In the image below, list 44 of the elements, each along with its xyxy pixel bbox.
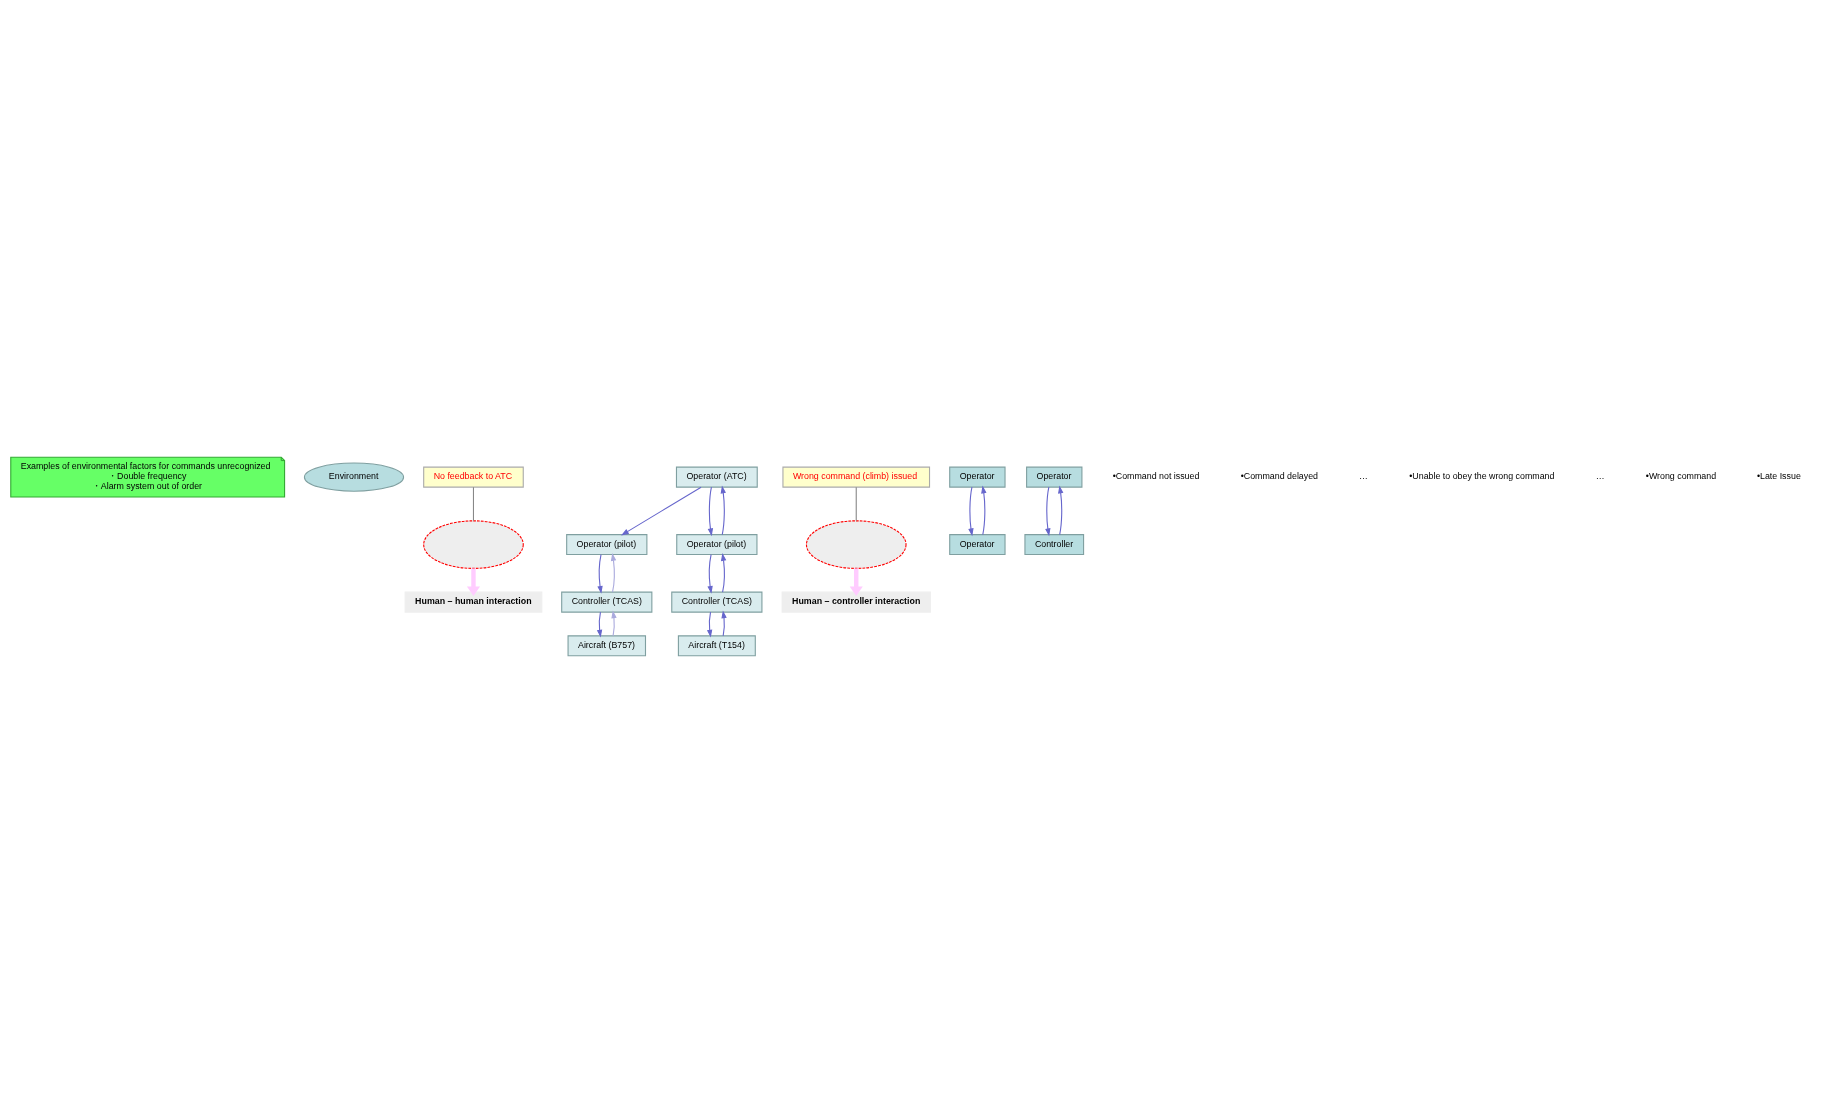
arrow (1058, 485, 1064, 536)
node-box: Controller (1024, 534, 1085, 556)
arrow (610, 553, 617, 593)
label: •Wrong command (1645, 471, 1717, 482)
arrow (466, 568, 481, 596)
label: •Command not issued (1112, 471, 1200, 482)
node-box: Operator (pilot) (676, 534, 758, 556)
arrow (720, 485, 726, 536)
label: •Late Issue (1756, 471, 1801, 482)
label: •Command delayed (1240, 471, 1319, 482)
label: … (1359, 471, 1368, 482)
arrow (597, 554, 603, 594)
node-box: Operator (949, 534, 1006, 556)
label: •Unable to obey the wrong command (1409, 471, 1555, 482)
arrow (721, 610, 727, 637)
arrow (611, 610, 617, 637)
connector (472, 486, 475, 522)
connector (855, 486, 857, 522)
arrow (1045, 486, 1051, 537)
arrow (706, 611, 713, 638)
node-box: Controller (TCAS) (561, 591, 653, 613)
node-box: Operator (pilot) (566, 534, 648, 556)
node-box: Operator (949, 466, 1006, 488)
node-box: Operator (1026, 466, 1083, 488)
arrow (849, 568, 863, 596)
node-ellipse: Environment (303, 462, 405, 492)
node-box: Wrong command (climb) issued (782, 466, 931, 488)
node-box: Human – human interaction (404, 591, 543, 613)
label: … (1595, 471, 1605, 482)
arrow (621, 486, 702, 536)
node-box: Operator (ATC) (675, 466, 758, 488)
arrow (707, 554, 713, 594)
node-box: Aircraft (B757) (567, 635, 647, 657)
arrow (981, 485, 987, 536)
node-ellipse (423, 520, 524, 569)
arrow (596, 611, 603, 638)
node-box: Aircraft (T154) (677, 635, 756, 657)
node-box: No feedback to ATC (423, 466, 524, 488)
node-box: Human – controller interaction (781, 591, 931, 613)
arrow (707, 486, 714, 537)
arrow (968, 486, 974, 537)
arrow (720, 553, 727, 593)
node-box: Controller (TCAS) (671, 591, 763, 613)
node-ellipse (805, 520, 907, 569)
